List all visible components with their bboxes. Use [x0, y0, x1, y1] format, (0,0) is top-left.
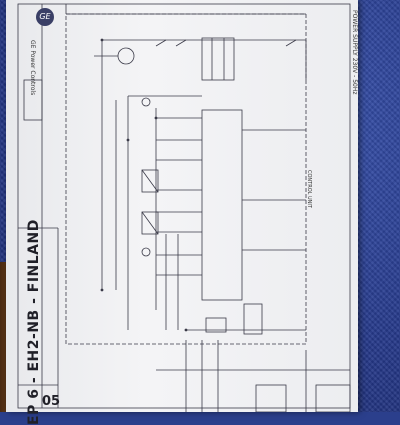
- schematic-sheet: GE GE Power Controls POWER SUPPLY 230V -…: [6, 0, 358, 425]
- power-supply-label: POWER SUPPLY 230V - 50Hz: [351, 10, 358, 95]
- control-unit-label: CONTROL UNIT: [306, 170, 312, 208]
- wiring-diagram: [17, 3, 351, 412]
- motor-symbol: [117, 47, 135, 65]
- brand-text: GE Power Controls: [29, 40, 36, 96]
- title-block-cell: [23, 79, 43, 121]
- lamp-symbol-2: [141, 247, 151, 257]
- output-terminal-block: [201, 109, 243, 301]
- ge-logo: GE: [36, 8, 54, 26]
- relay-box: [243, 303, 263, 335]
- sheet-number: 05: [42, 394, 61, 409]
- valve-coil-1: [141, 169, 159, 193]
- terminal-block-right: [315, 384, 351, 412]
- relay-k1: [205, 317, 227, 333]
- contactor-block: [201, 37, 235, 81]
- drawing-frame: [17, 3, 351, 409]
- lamp-symbol: [141, 97, 151, 107]
- terminal-block-lower: [255, 384, 287, 412]
- valve-coil-2: [141, 211, 159, 235]
